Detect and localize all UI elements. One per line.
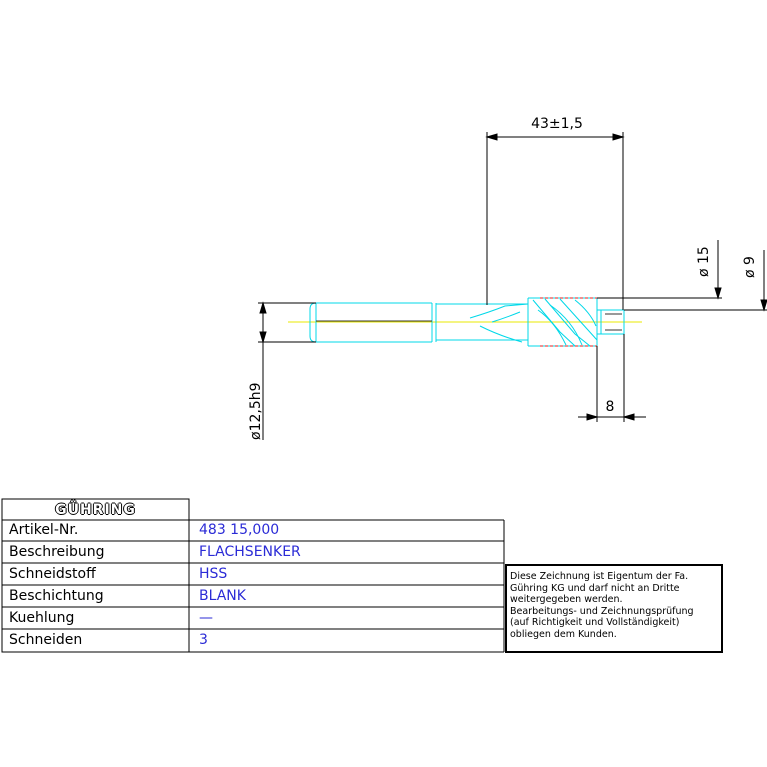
value-beschichtung: BLANK: [199, 588, 246, 604]
label-beschreibung: Beschreibung: [9, 544, 105, 560]
label-kuehlung: Kuehlung: [9, 610, 75, 626]
label-artikel-nr: Artikel-Nr.: [9, 522, 79, 538]
ownership-notice: Diese Zeichnung ist Eigentum der Fa. Güh…: [510, 571, 694, 640]
tool-pilot: [597, 309, 625, 335]
notice-box: [505, 564, 723, 653]
dim-pilot-length-label: 8: [606, 399, 615, 415]
value-schneiden: 3: [199, 632, 208, 648]
label-schneiden: Schneiden: [9, 632, 83, 648]
dimension-shank-diameter: [258, 301, 316, 440]
hidden-lines: [540, 297, 597, 347]
value-beschreibung: FLACHSENKER: [199, 544, 301, 560]
dim-diameter-9-label: ø 9: [742, 256, 758, 278]
dimension-diameter-9: [624, 250, 767, 312]
dimension-length: [485, 132, 625, 310]
title-block-grid: [1, 498, 505, 653]
value-schneidstoff: HSS: [199, 566, 228, 582]
dim-shank-diameter-label: ø12,5h9: [248, 382, 264, 440]
dimension-diameter-15: [597, 240, 722, 300]
value-artikel-nr: 483 15,000: [199, 522, 280, 538]
dim-diameter-15-label: ø 15: [696, 246, 712, 277]
label-schneidstoff: Schneidstoff: [9, 566, 96, 582]
guehring-logo: GÜHRING: [55, 501, 136, 518]
tool-shank: [309, 302, 437, 343]
dimension-pilot-length: [578, 334, 646, 422]
value-kuehlung: —: [199, 610, 213, 626]
dim-length-label: 43±1,5: [531, 116, 583, 132]
label-beschichtung: Beschichtung: [9, 588, 104, 604]
